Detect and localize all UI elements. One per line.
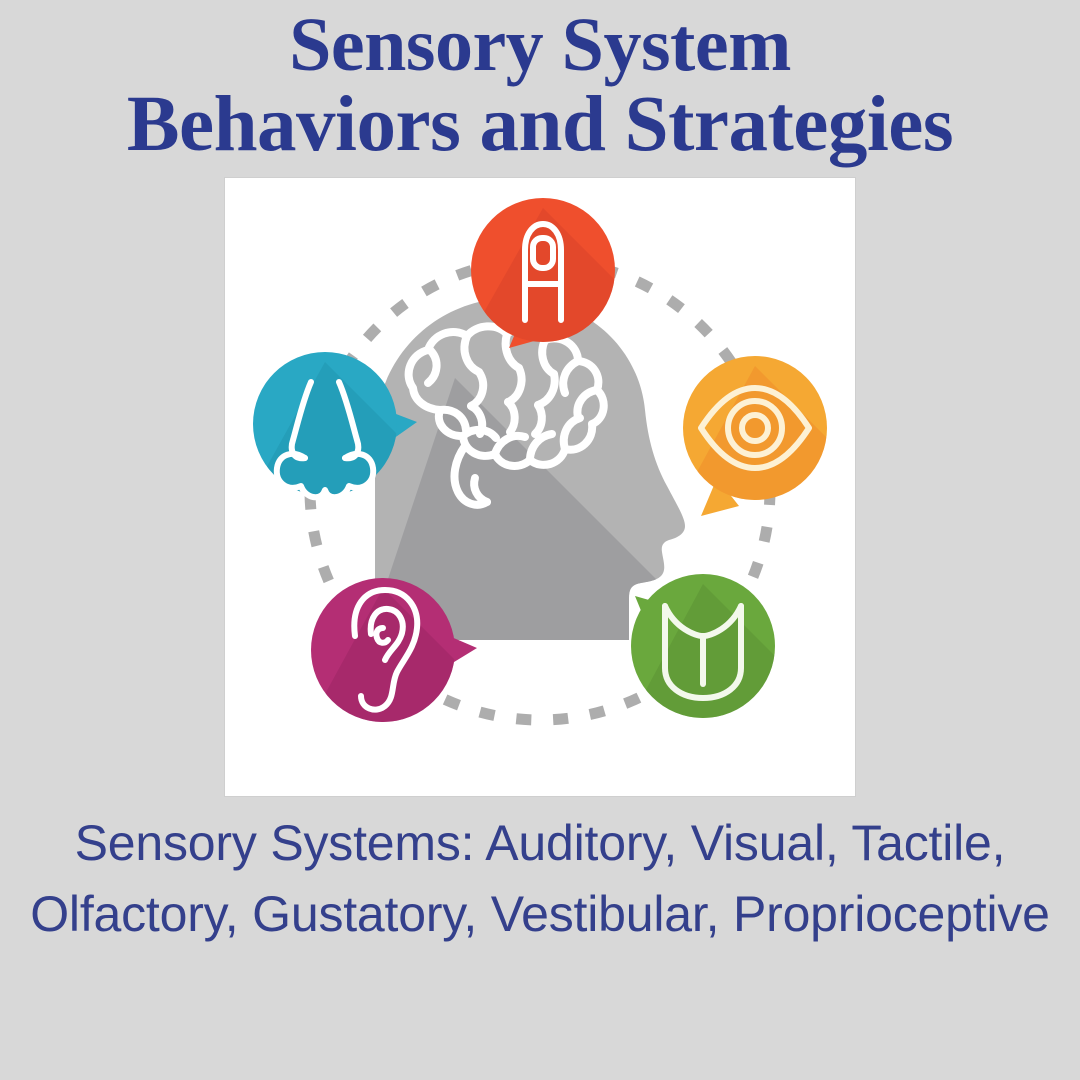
visual-shadow xyxy=(685,365,827,500)
node-olfactory[interactable] xyxy=(253,351,485,528)
node-gustatory[interactable] xyxy=(631,573,855,754)
olfactory-shadow xyxy=(255,361,397,496)
gustatory-shadow xyxy=(633,583,775,718)
page-title-line-2: Behaviors and Strategies xyxy=(126,81,954,169)
node-visual[interactable] xyxy=(683,355,855,534)
head-shadow xyxy=(375,297,685,640)
visual-bubble-tail xyxy=(701,477,739,516)
eye-icon xyxy=(698,384,812,471)
fingertip-icon xyxy=(522,220,564,323)
infographic-panel xyxy=(225,177,855,796)
node-auditory[interactable] xyxy=(311,577,545,756)
ear-icon xyxy=(351,586,421,713)
sensory-diagram xyxy=(225,177,855,796)
nose-icon xyxy=(273,378,377,500)
node-tactile[interactable] xyxy=(471,197,695,368)
page-title-line-1: Sensory System xyxy=(289,3,791,87)
caption-text: Sensory Systems: Auditory, Visual, Tacti… xyxy=(30,814,1050,942)
tongue-icon xyxy=(662,602,744,701)
head-with-brain xyxy=(375,297,685,640)
page-title: Sensory System Behaviors and Strategies xyxy=(9,6,1071,166)
brain-outline xyxy=(404,322,608,509)
